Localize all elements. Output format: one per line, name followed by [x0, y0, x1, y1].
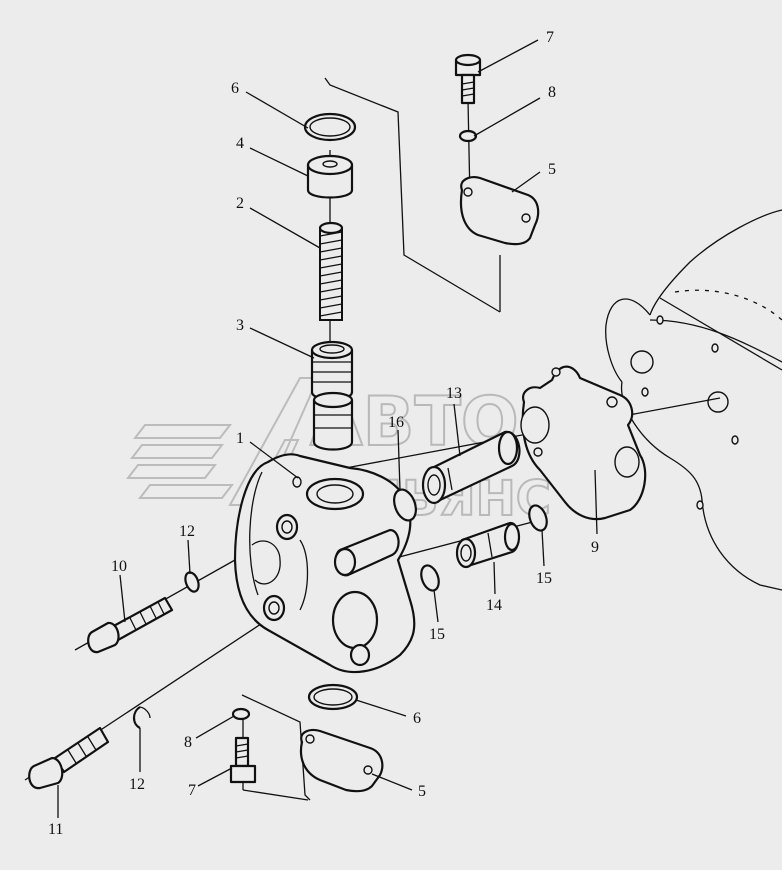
callout-labels: 7 8 6 5 4 2 3 13 16 1 12 10 9 15 14 15 6…: [48, 29, 599, 838]
gasket-9: [520, 365, 647, 521]
spring-seat-4: [306, 154, 354, 199]
callout-3: 3: [236, 317, 244, 334]
callout-6-bottom: 6: [413, 710, 421, 727]
callout-1: 1: [236, 430, 244, 447]
callout-12-lower: 12: [129, 776, 145, 793]
callout-14: 14: [486, 597, 502, 614]
callout-5-top: 5: [548, 161, 556, 178]
valve-3: [310, 340, 354, 451]
engine-housing: [605, 209, 782, 591]
cover-plate-5-top: [459, 176, 540, 246]
o-ring-6-bottom: [307, 683, 359, 711]
callout-15-right: 15: [536, 570, 552, 587]
bolt-7-top: [454, 53, 482, 105]
cover-plate-5-bottom: [299, 728, 384, 793]
callout-12-upper: 12: [179, 523, 195, 540]
washer-12-upper: [184, 571, 200, 593]
callout-8-top: 8: [548, 84, 556, 101]
leader-lines: [57, 39, 598, 818]
spring-2: [318, 221, 344, 321]
washer-8-top: [458, 129, 478, 143]
callout-7-top: 7: [546, 29, 554, 46]
callout-11: 11: [48, 821, 63, 838]
callout-13: 13: [446, 385, 462, 402]
bolt-10: [87, 596, 174, 654]
callout-16: 16: [388, 414, 404, 431]
callout-4: 4: [236, 135, 244, 152]
sleeve-13: [421, 430, 521, 505]
washer-8-bottom: [231, 707, 251, 721]
callout-8-bottom: 8: [184, 734, 192, 751]
callout-6-top: 6: [231, 80, 239, 97]
callout-5-bottom: 5: [418, 783, 426, 800]
callout-7-bottom: 7: [188, 782, 196, 799]
o-ring-6-top: [303, 112, 357, 142]
callout-15-left: 15: [429, 626, 445, 643]
callout-2: 2: [236, 195, 244, 212]
valve-body-1: [233, 453, 416, 674]
sleeve-14: [455, 521, 521, 569]
bolt-11: [28, 726, 110, 790]
o-ring-15-b: [420, 564, 440, 592]
callout-9: 9: [591, 539, 599, 556]
bolt-7-bottom: [229, 736, 257, 784]
callout-10: 10: [111, 558, 127, 575]
washer-12-lower: [132, 706, 151, 729]
